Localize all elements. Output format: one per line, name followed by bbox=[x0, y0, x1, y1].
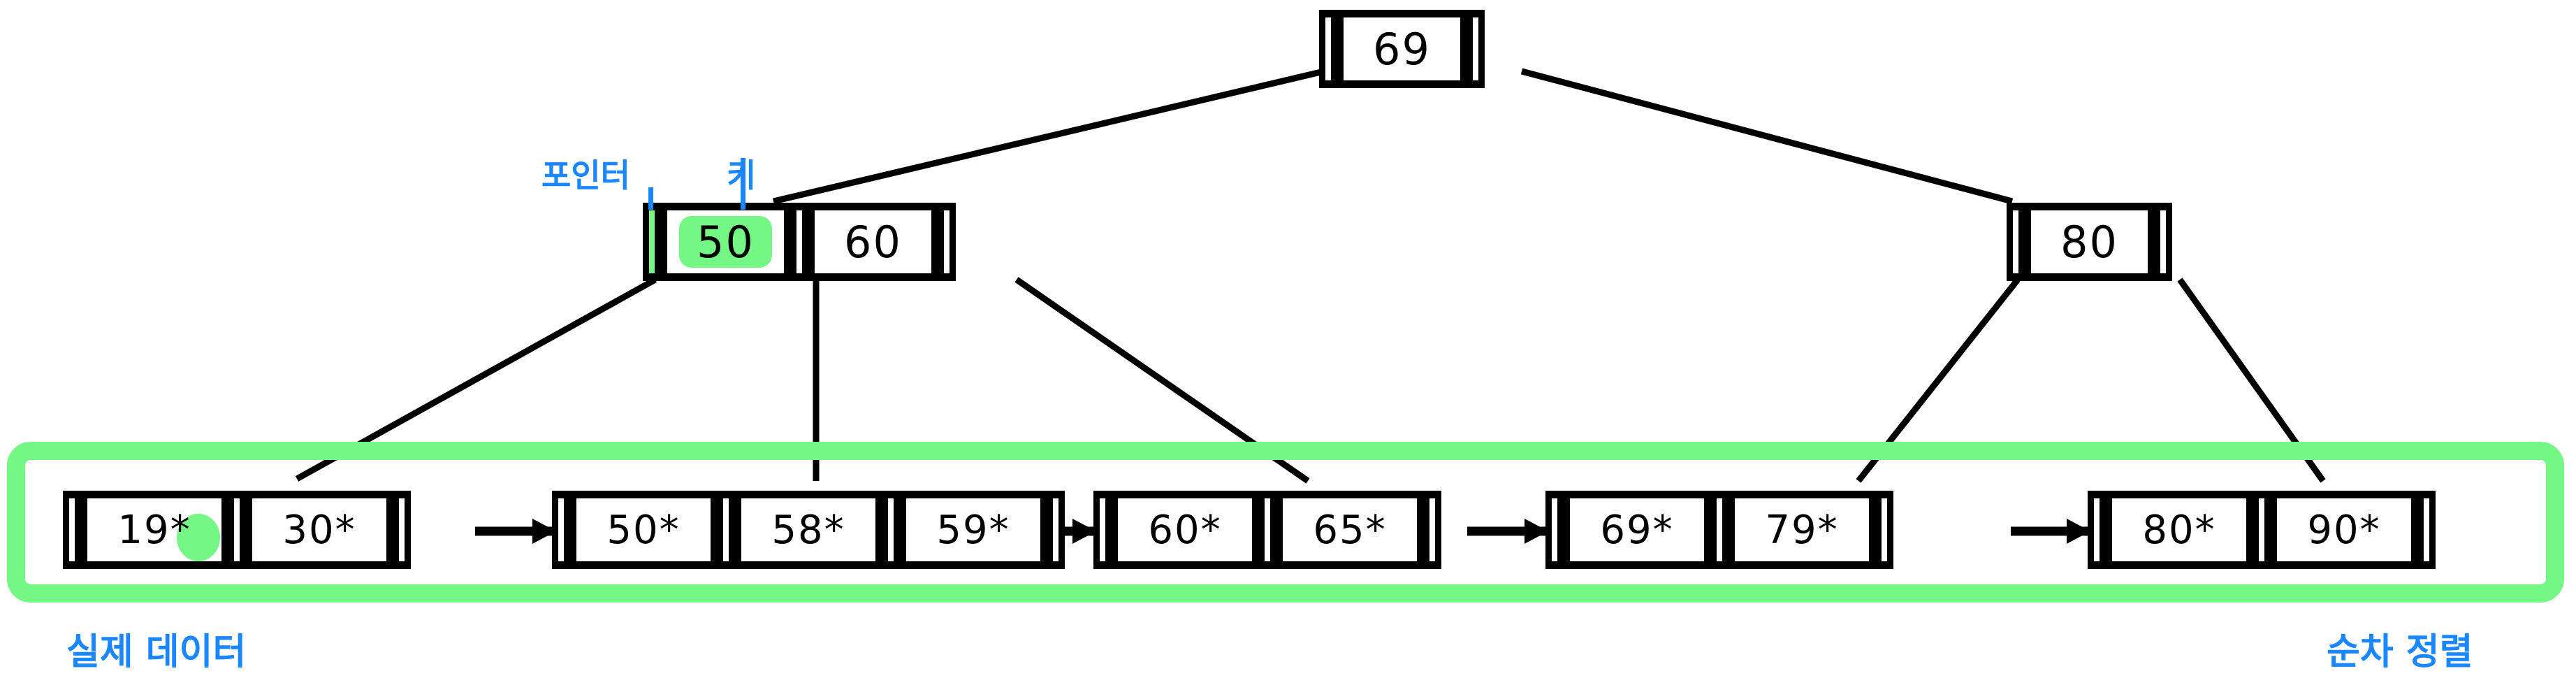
root-pointer-1[interactable] bbox=[1467, 17, 1485, 80]
leaf-1-entry-1: 30* bbox=[282, 507, 356, 553]
sequential-order-annotation: 순차 정렬 bbox=[2327, 631, 2473, 673]
leaf-5-entry-1: 90* bbox=[2307, 507, 2381, 553]
leaf-node-4[interactable]: 69* 79* bbox=[1545, 491, 1893, 569]
leaf-node-3[interactable]: 60* 65* bbox=[1093, 491, 1441, 569]
leaf-1-entry-cell-0[interactable]: 19* bbox=[81, 498, 228, 561]
key-annotation: 키 bbox=[727, 157, 757, 194]
entry-19-highlight bbox=[177, 514, 220, 561]
key-leader-line bbox=[741, 158, 745, 210]
leaf-2-pointer-right[interactable] bbox=[1047, 498, 1065, 561]
internal-left-key-cell-0[interactable]: 50 bbox=[661, 210, 790, 273]
leaf-2-entry-cell-2[interactable]: 59* bbox=[900, 498, 1047, 561]
leaf-4-entry-1: 79* bbox=[1765, 507, 1839, 553]
leaf-2-entry-2: 59* bbox=[936, 507, 1010, 553]
leaf-5-pointer-left[interactable] bbox=[2088, 498, 2106, 561]
internal-right-pointer-1[interactable] bbox=[2154, 210, 2172, 273]
leaf-3-entry-cell-0[interactable]: 60* bbox=[1112, 498, 1258, 561]
leaf-3-entry-0: 60* bbox=[1148, 507, 1222, 553]
internal-node-left[interactable]: 50 60 bbox=[643, 203, 956, 281]
internal-left-key-1: 60 bbox=[844, 216, 902, 268]
leaf-node-2[interactable]: 50* 58* 59* bbox=[552, 491, 1065, 569]
leaf-2-pointer-mid-2[interactable] bbox=[882, 498, 900, 561]
leaf-3-pointer-left[interactable] bbox=[1093, 498, 1112, 561]
leaf-3-pointer-mid[interactable] bbox=[1258, 498, 1276, 561]
internal-node-right[interactable]: 80 bbox=[2007, 203, 2172, 281]
leaf-5-pointer-mid[interactable] bbox=[2253, 498, 2271, 561]
leaf-5-entry-cell-1[interactable]: 90* bbox=[2271, 498, 2417, 561]
internal-right-pointer-0[interactable] bbox=[2007, 210, 2025, 273]
leaf-1-entry-0: 19* bbox=[117, 507, 191, 553]
leaf-2-pointer-mid-1[interactable] bbox=[717, 498, 735, 561]
pointer-leader-line bbox=[648, 187, 653, 210]
leaf-2-entry-0: 50* bbox=[606, 507, 681, 553]
leaf-1-pointer-right[interactable] bbox=[393, 498, 411, 561]
actual-data-annotation: 실제 데이터 bbox=[66, 631, 247, 673]
leaf-1-entry-cell-1[interactable]: 30* bbox=[246, 498, 393, 561]
internal-left-key-cell-1[interactable]: 60 bbox=[808, 210, 938, 273]
leaf-2-entry-1: 58* bbox=[771, 507, 845, 553]
leaf-2-pointer-left[interactable] bbox=[552, 498, 570, 561]
leaf-2-entry-cell-1[interactable]: 58* bbox=[735, 498, 882, 561]
leaf-node-1[interactable]: 19* 30* bbox=[63, 491, 411, 569]
leaf-5-entry-cell-0[interactable]: 80* bbox=[2106, 498, 2253, 561]
leaf-5-pointer-right[interactable] bbox=[2417, 498, 2436, 561]
internal-left-pointer-2[interactable] bbox=[938, 210, 956, 273]
leaf-1-pointer-left[interactable] bbox=[63, 498, 81, 561]
leaf-4-entry-0: 69* bbox=[1600, 507, 1674, 553]
root-key-0: 69 bbox=[1373, 23, 1431, 75]
internal-right-key-cell-0[interactable]: 80 bbox=[2025, 210, 2154, 273]
internal-left-key-0: 50 bbox=[697, 216, 755, 268]
leaf-4-entry-cell-1[interactable]: 79* bbox=[1729, 498, 1875, 561]
leaf-1-pointer-mid[interactable] bbox=[228, 498, 246, 561]
leaf-4-entry-cell-0[interactable]: 69* bbox=[1564, 498, 1710, 561]
leaf-5-entry-0: 80* bbox=[2142, 507, 2216, 553]
internal-left-pointer-1[interactable] bbox=[790, 210, 808, 273]
leaf-4-pointer-mid[interactable] bbox=[1710, 498, 1729, 561]
leaf-2-entry-cell-0[interactable]: 50* bbox=[570, 498, 717, 561]
root-pointer-0[interactable] bbox=[1319, 17, 1337, 80]
pointer-annotation: 포인터 bbox=[541, 157, 630, 194]
leaf-3-pointer-right[interactable] bbox=[1423, 498, 1441, 561]
internal-right-key-0: 80 bbox=[2060, 216, 2118, 268]
root-node[interactable]: 69 bbox=[1319, 10, 1485, 88]
leaf-4-pointer-left[interactable] bbox=[1545, 498, 1564, 561]
root-key-cell-0[interactable]: 69 bbox=[1337, 17, 1467, 80]
leaf-node-5[interactable]: 80* 90* bbox=[2088, 491, 2436, 569]
leaf-3-entry-cell-1[interactable]: 65* bbox=[1276, 498, 1423, 561]
leaf-4-pointer-right[interactable] bbox=[1875, 498, 1893, 561]
leaf-3-entry-1: 65* bbox=[1313, 507, 1387, 553]
internal-left-pointer-0[interactable] bbox=[643, 210, 661, 273]
